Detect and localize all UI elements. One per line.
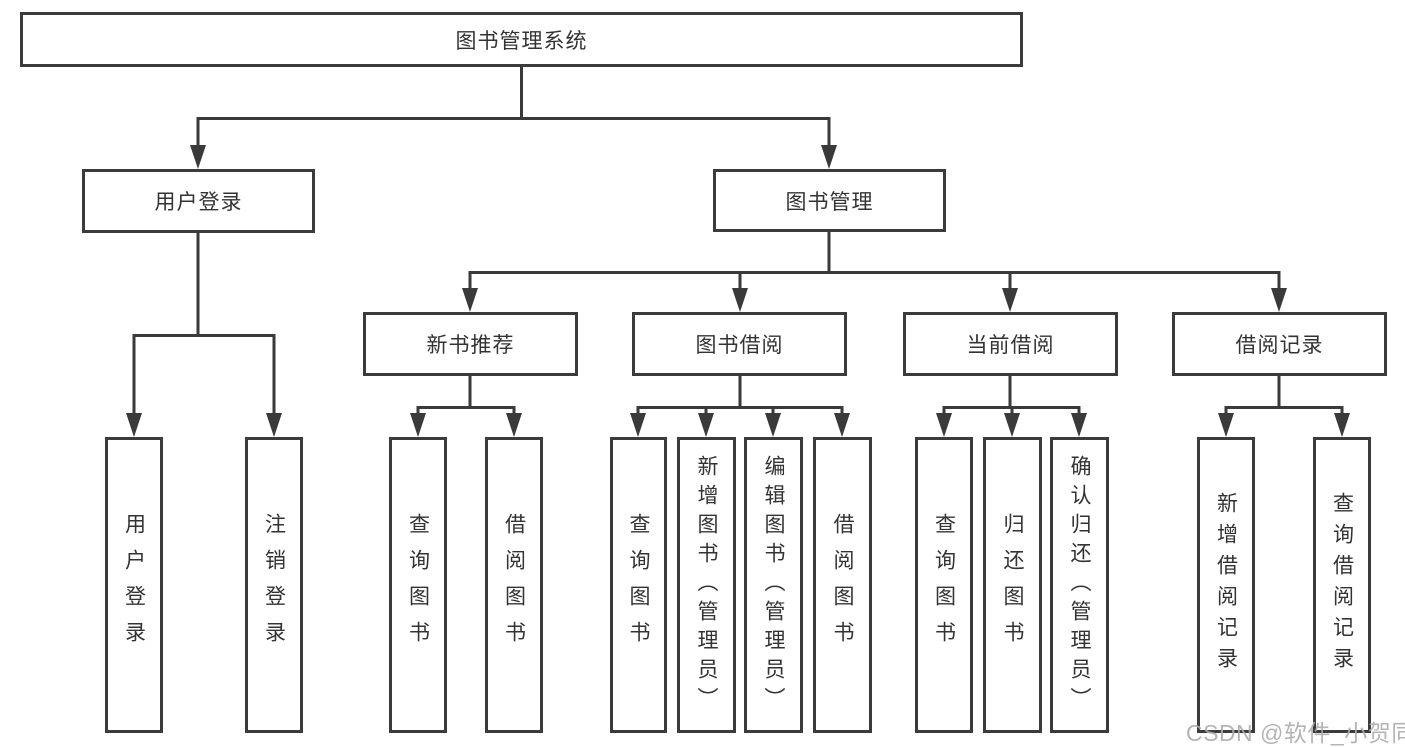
leaf-cb-confirm-return-admin: 确认归还（管理员） — [1050, 437, 1109, 733]
node-new-book-rec: 新书推荐 — [363, 312, 578, 376]
leaf-br-query-record-label: 查询借阅记录 — [1330, 492, 1354, 678]
leaf-user-login: 用户登录 — [105, 437, 163, 733]
leaf-bb-query-books: 查询图书 — [610, 437, 667, 733]
connector-new-book-rec-to-leaves — [416, 376, 516, 419]
node-book-borrow-label: 图书借阅 — [695, 334, 784, 357]
leaf-rec-query-books: 查询图书 — [389, 437, 447, 733]
leaf-bb-edit-books-admin-label: 编辑图书（管理员） — [762, 454, 785, 716]
leaf-cb-query-books: 查询图书 — [915, 437, 973, 733]
leaf-user-login-label: 用户登录 — [122, 513, 146, 657]
connector-book-borrow-to-leaves — [636, 376, 844, 419]
node-book-mgmt-label: 图书管理 — [785, 190, 874, 214]
connector-root-to-level2 — [196, 67, 831, 152]
leaf-cb-confirm-return-admin-label: 确认归还（管理员） — [1068, 454, 1091, 716]
node-current-borrow-label: 当前借阅 — [966, 334, 1055, 357]
leaf-logout-label: 注销登录 — [262, 513, 286, 657]
leaf-cb-return-books-label: 归还图书 — [1001, 513, 1024, 657]
node-new-book-rec-label: 新书推荐 — [426, 334, 515, 357]
leaf-logout: 注销登录 — [245, 437, 303, 733]
arrowheads — [126, 145, 1350, 437]
leaf-bb-edit-books-admin: 编辑图书（管理员） — [744, 437, 803, 733]
node-borrow-records: 借阅记录 — [1172, 312, 1387, 376]
node-root-label: 图书管理系统 — [455, 29, 588, 53]
node-book-borrow: 图书借阅 — [632, 312, 847, 376]
node-borrow-records-label: 借阅记录 — [1235, 334, 1324, 357]
node-book-mgmt: 图书管理 — [713, 169, 946, 232]
leaf-br-query-record: 查询借阅记录 — [1313, 437, 1371, 733]
csdn-watermark: CSDN @软件_小贺同学 — [1186, 720, 1405, 746]
leaf-bb-query-books-label: 查询图书 — [627, 513, 650, 657]
leaf-bb-borrow-books: 借阅图书 — [813, 437, 872, 733]
leaf-br-add-record-label: 新增借阅记录 — [1214, 492, 1238, 678]
node-root: 图书管理系统 — [20, 12, 1023, 67]
connector-borrow-records-to-leaves — [1224, 376, 1344, 419]
leaf-cb-query-books-label: 查询图书 — [932, 513, 956, 657]
node-user-login: 用户登录 — [82, 169, 315, 233]
node-user-login-label: 用户登录 — [154, 191, 243, 214]
leaf-br-add-record: 新增借阅记录 — [1197, 437, 1255, 733]
connector-book-mgmt-to-level3 — [468, 232, 1281, 294]
leaf-cb-return-books: 归还图书 — [983, 437, 1042, 733]
leaf-bb-add-books-admin: 新增图书（管理员） — [677, 437, 736, 733]
leaf-bb-add-books-admin-label: 新增图书（管理员） — [695, 454, 718, 716]
node-current-borrow: 当前借阅 — [903, 312, 1118, 376]
leaf-rec-borrow-books: 借阅图书 — [485, 437, 543, 733]
connector-current-borrow-to-leaves — [942, 376, 1081, 419]
connector-user-login-to-leaves — [132, 233, 276, 418]
leaf-rec-query-books-label: 查询图书 — [406, 513, 430, 657]
leaf-bb-borrow-books-label: 借阅图书 — [831, 513, 854, 657]
leaf-rec-borrow-books-label: 借阅图书 — [502, 513, 526, 657]
